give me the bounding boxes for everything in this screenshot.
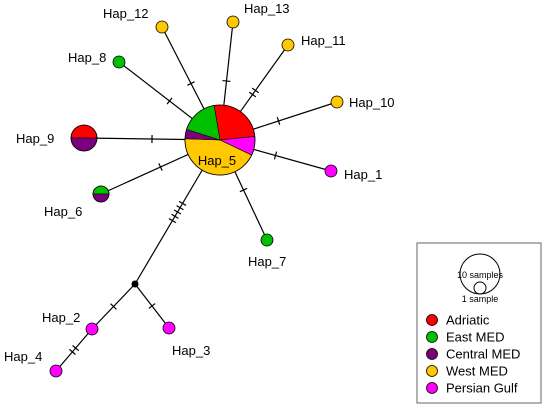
slice-persian-gulf <box>324 164 338 178</box>
mutation-tick <box>158 163 163 171</box>
mutation-tick <box>276 117 281 125</box>
slice-west-med <box>155 20 169 34</box>
slice-persian-gulf <box>85 322 99 336</box>
slice-adriatic <box>213 104 256 141</box>
mutation-tick <box>251 87 260 94</box>
haplotype-nodes <box>49 15 344 378</box>
label-hap10: Hap_10 <box>349 95 395 110</box>
node-hap10 <box>330 95 344 109</box>
node-hap13 <box>226 15 240 29</box>
legend-swatch-central-med <box>426 348 438 360</box>
label-hap6: Hap_6 <box>44 204 82 219</box>
slice-east-med <box>92 185 110 195</box>
label-hap2: Hap_2 <box>42 310 80 325</box>
label-hap11: Hap_11 <box>301 33 346 48</box>
node-hap3 <box>162 321 176 335</box>
mutation-ticks <box>68 79 281 355</box>
legend-swatch-east-med <box>426 331 438 343</box>
slice-central-med <box>92 193 110 203</box>
label-hap5: Hap_5 <box>198 153 236 168</box>
mutation-tick <box>68 348 76 355</box>
node-hap11 <box>281 38 295 52</box>
legend-swatch-persian-gulf <box>426 382 438 394</box>
mutation-tick <box>148 303 156 309</box>
node-hap6 <box>92 185 110 203</box>
legend-label-persian-gulf: Persian Gulf <box>446 381 518 396</box>
label-hap4: Hap_4 <box>4 349 42 364</box>
label-hap1: Hap_1 <box>344 167 382 182</box>
node-hap12 <box>155 20 169 34</box>
label-hap9: Hap_9 <box>16 131 54 146</box>
median-vector-node <box>131 280 139 288</box>
slice-east-med <box>112 55 126 69</box>
slice-west-med <box>226 15 240 29</box>
label-hap8: Hap_8 <box>68 50 106 65</box>
label-hap3: Hap_3 <box>172 343 210 358</box>
legend-swatch-west-med <box>426 365 438 377</box>
mutation-tick <box>171 213 179 219</box>
mutation-tick <box>176 205 184 211</box>
legend-swatch-adriatic <box>426 314 438 326</box>
legend-label-adriatic: Adriatic <box>446 313 490 328</box>
node-hap2 <box>85 322 99 336</box>
node-hap9 <box>70 124 98 152</box>
legend-scale-large-label: 10 samples <box>457 270 504 280</box>
legend-box <box>416 242 542 404</box>
mutation-tick <box>72 345 80 352</box>
node-outline <box>92 185 110 203</box>
legend-scale-small-label: 1 sample <box>462 294 499 304</box>
mutation-tick <box>168 218 177 224</box>
slice-persian-gulf <box>162 321 176 335</box>
mutation-tick <box>273 151 278 160</box>
slice-central-med <box>70 137 98 152</box>
node-hap7 <box>260 233 274 247</box>
node-hap1 <box>324 164 338 178</box>
node-hap4 <box>49 364 63 378</box>
label-hap13: Hap_13 <box>244 1 290 16</box>
mutation-tick <box>222 79 231 83</box>
mutation-tick <box>173 209 182 215</box>
mutation-tick <box>166 97 173 105</box>
legend-label-east-med: East MED <box>446 330 505 345</box>
mutation-tick <box>239 187 248 193</box>
mutation-tick <box>187 81 195 86</box>
label-hap12: Hap_12 <box>103 6 149 21</box>
slice-adriatic <box>70 124 98 139</box>
edge-hap2-hap4 <box>55 328 93 372</box>
slice-east-med <box>260 233 274 247</box>
node-outline <box>70 124 98 152</box>
node-hap8 <box>112 55 126 69</box>
mutation-tick <box>110 303 117 310</box>
slice-persian-gulf <box>49 364 63 378</box>
legend-label-central-med: Central MED <box>446 347 520 362</box>
node-hap5 <box>184 104 256 176</box>
mutation-tick <box>248 91 257 98</box>
legend-scale-circle-small <box>473 281 487 295</box>
slice-west-med <box>330 95 344 109</box>
mutation-tick <box>178 200 187 206</box>
label-hap7: Hap_7 <box>248 254 286 269</box>
node-outline <box>184 104 256 176</box>
slice-west-med <box>281 38 295 52</box>
legend-label-west-med: West MED <box>446 364 508 379</box>
